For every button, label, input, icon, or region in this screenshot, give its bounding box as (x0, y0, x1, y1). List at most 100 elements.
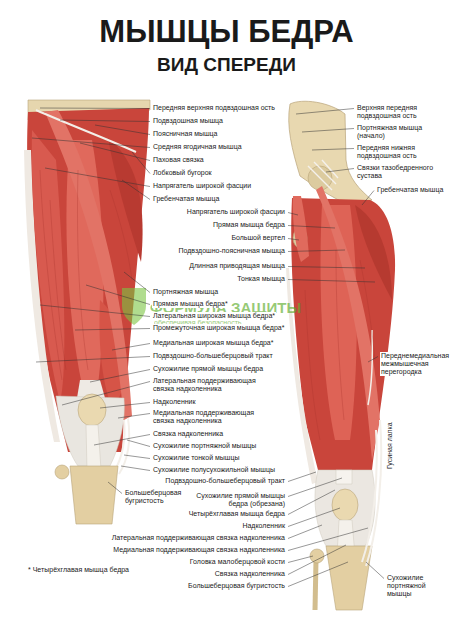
footnote: * Четырёхглавая мышца бедра (28, 566, 129, 573)
patella (78, 394, 106, 426)
part-label: Подвздошно-большеберцовый тракт (152, 352, 274, 360)
leader-line (288, 267, 365, 269)
part-label: Лобковый бугорок (152, 169, 213, 177)
part-label: Сухожилие полусухожильной мышцы (152, 466, 276, 474)
inguinal-ligament (36, 110, 136, 152)
tibia (70, 466, 118, 524)
leader-line (312, 149, 354, 151)
part-label: Медиальная поддерживающая связка надколе… (152, 409, 264, 425)
leader-line (362, 191, 374, 206)
part-label: Паховая связка (152, 156, 205, 164)
part-label: Средняя ягодичная мышца (152, 143, 243, 151)
rectus-tendon-cut (336, 470, 352, 484)
part-label: Прямая мышца бедра* (152, 300, 229, 308)
part-label: Гребенчатая мышца (376, 186, 444, 194)
part-label: Медиальная широкая мышца бедра* (152, 339, 275, 347)
part-label: Сухожилие портняжной мышцы (152, 442, 257, 450)
part-label: Большеберцовая бугристость (124, 489, 184, 505)
leader-line (108, 482, 122, 494)
leader-line (296, 109, 354, 115)
part-label: Длинная приводящая мышца (188, 262, 286, 270)
fibula-head (55, 465, 69, 479)
leader-line (326, 169, 354, 173)
part-label: Надколенник (241, 522, 286, 530)
leader-line (288, 478, 342, 497)
leader-line (288, 250, 345, 252)
leader-line (62, 382, 150, 406)
left-thigh (24, 100, 150, 524)
leader-line (366, 562, 384, 579)
leader-line (122, 180, 150, 200)
part-label: Связка надколенника (152, 430, 224, 438)
part-label: Подвздошная мышца (152, 117, 224, 125)
part-label: Медиальная поддерживающая связка надколе… (112, 546, 286, 554)
part-label: Головка малоберцовой кости (189, 558, 286, 566)
leader-line (288, 556, 313, 563)
adductor-muscles (355, 205, 392, 300)
muscle-fibres (305, 250, 375, 440)
leader-line (100, 403, 150, 409)
muscle-fibres (40, 170, 132, 380)
subtitle: ВИД СПЕРЕДИ (0, 54, 453, 76)
part-label: Передняя нижняя подвздошная ость (356, 144, 450, 160)
leader-line (124, 272, 150, 293)
part-label: Связка надколенника (214, 570, 286, 578)
part-label: Сухожилие прямой мышцы бедра (обрезана) (192, 492, 286, 508)
tensor-fasciae-latae (293, 196, 309, 262)
leader-line (90, 370, 150, 383)
leader-line (32, 138, 150, 148)
part-label: Прямая мышца бедра (212, 221, 286, 229)
leader-line (45, 168, 150, 187)
patella (332, 489, 358, 521)
tendons (114, 418, 129, 474)
part-label: Портняжная мышца (152, 288, 219, 296)
part-label: Латеральная широкая мышца бедра* (152, 312, 276, 320)
part-label: Большеберцовая бугристость (187, 582, 286, 590)
leader-line (132, 152, 150, 174)
part-label: Сухожилие портняжной мышцы (386, 574, 448, 598)
leader-line (288, 490, 335, 515)
part-label: Тонкая мышца (236, 275, 286, 283)
part-label: Подвздошно-поясничная мышца (178, 247, 287, 255)
leader-line (288, 545, 346, 575)
intermuscular-septum (368, 330, 372, 405)
leader-line (288, 213, 298, 216)
part-label: Четырёхглавая мышца бедра (188, 510, 286, 518)
leader-line (112, 344, 150, 351)
part-label: Передняя верхняя подвздошная ость (152, 104, 276, 112)
hip-ligaments (308, 160, 338, 190)
leader-line (124, 455, 150, 459)
leader-line (288, 226, 335, 229)
part-label: Напрягатель широкой фасции (186, 208, 286, 216)
part-label: Гусиная лапка (386, 421, 394, 470)
leader-line (288, 525, 322, 539)
leader-line (288, 472, 316, 482)
leader-line (288, 508, 340, 527)
sartorius (45, 110, 132, 420)
leader-line (40, 108, 150, 110)
leader-line (121, 466, 150, 471)
part-label: Переднемедиальная межмышечная перегородк… (380, 352, 450, 376)
part-label: Латеральная поддерживающая связка надкол… (152, 377, 264, 393)
title: МЫШЦЫ БЕДРА (0, 14, 453, 50)
part-label: Промежуточная широкая мышца бедра* (152, 324, 285, 332)
leader-line (60, 120, 150, 122)
part-label: Сухожилие тонкой мышцы (152, 454, 241, 462)
part-label: Портняжная мышца (начало) (356, 124, 450, 140)
part-label: Надколенник (152, 398, 197, 406)
leader-line (368, 357, 378, 363)
leader-line (127, 440, 150, 447)
leader-line (288, 562, 348, 587)
leader-line (95, 125, 150, 135)
part-label: Гребенчатая мышца (152, 195, 220, 203)
leader-line (75, 329, 150, 331)
part-label: Сухожилие прямой мышцы бедра (152, 365, 264, 373)
leader-line (80, 143, 150, 161)
part-label: Большой вертел (230, 234, 286, 242)
part-label: Напрягатель широкой фасции (152, 182, 252, 190)
part-label: Верхняя передняя подвздошная ость (356, 104, 450, 120)
part-label: Подвздошно-большеберцовый тракт (164, 477, 286, 485)
part-label: Связки тазобедренного сустава (356, 164, 450, 180)
leader-line (288, 239, 299, 241)
